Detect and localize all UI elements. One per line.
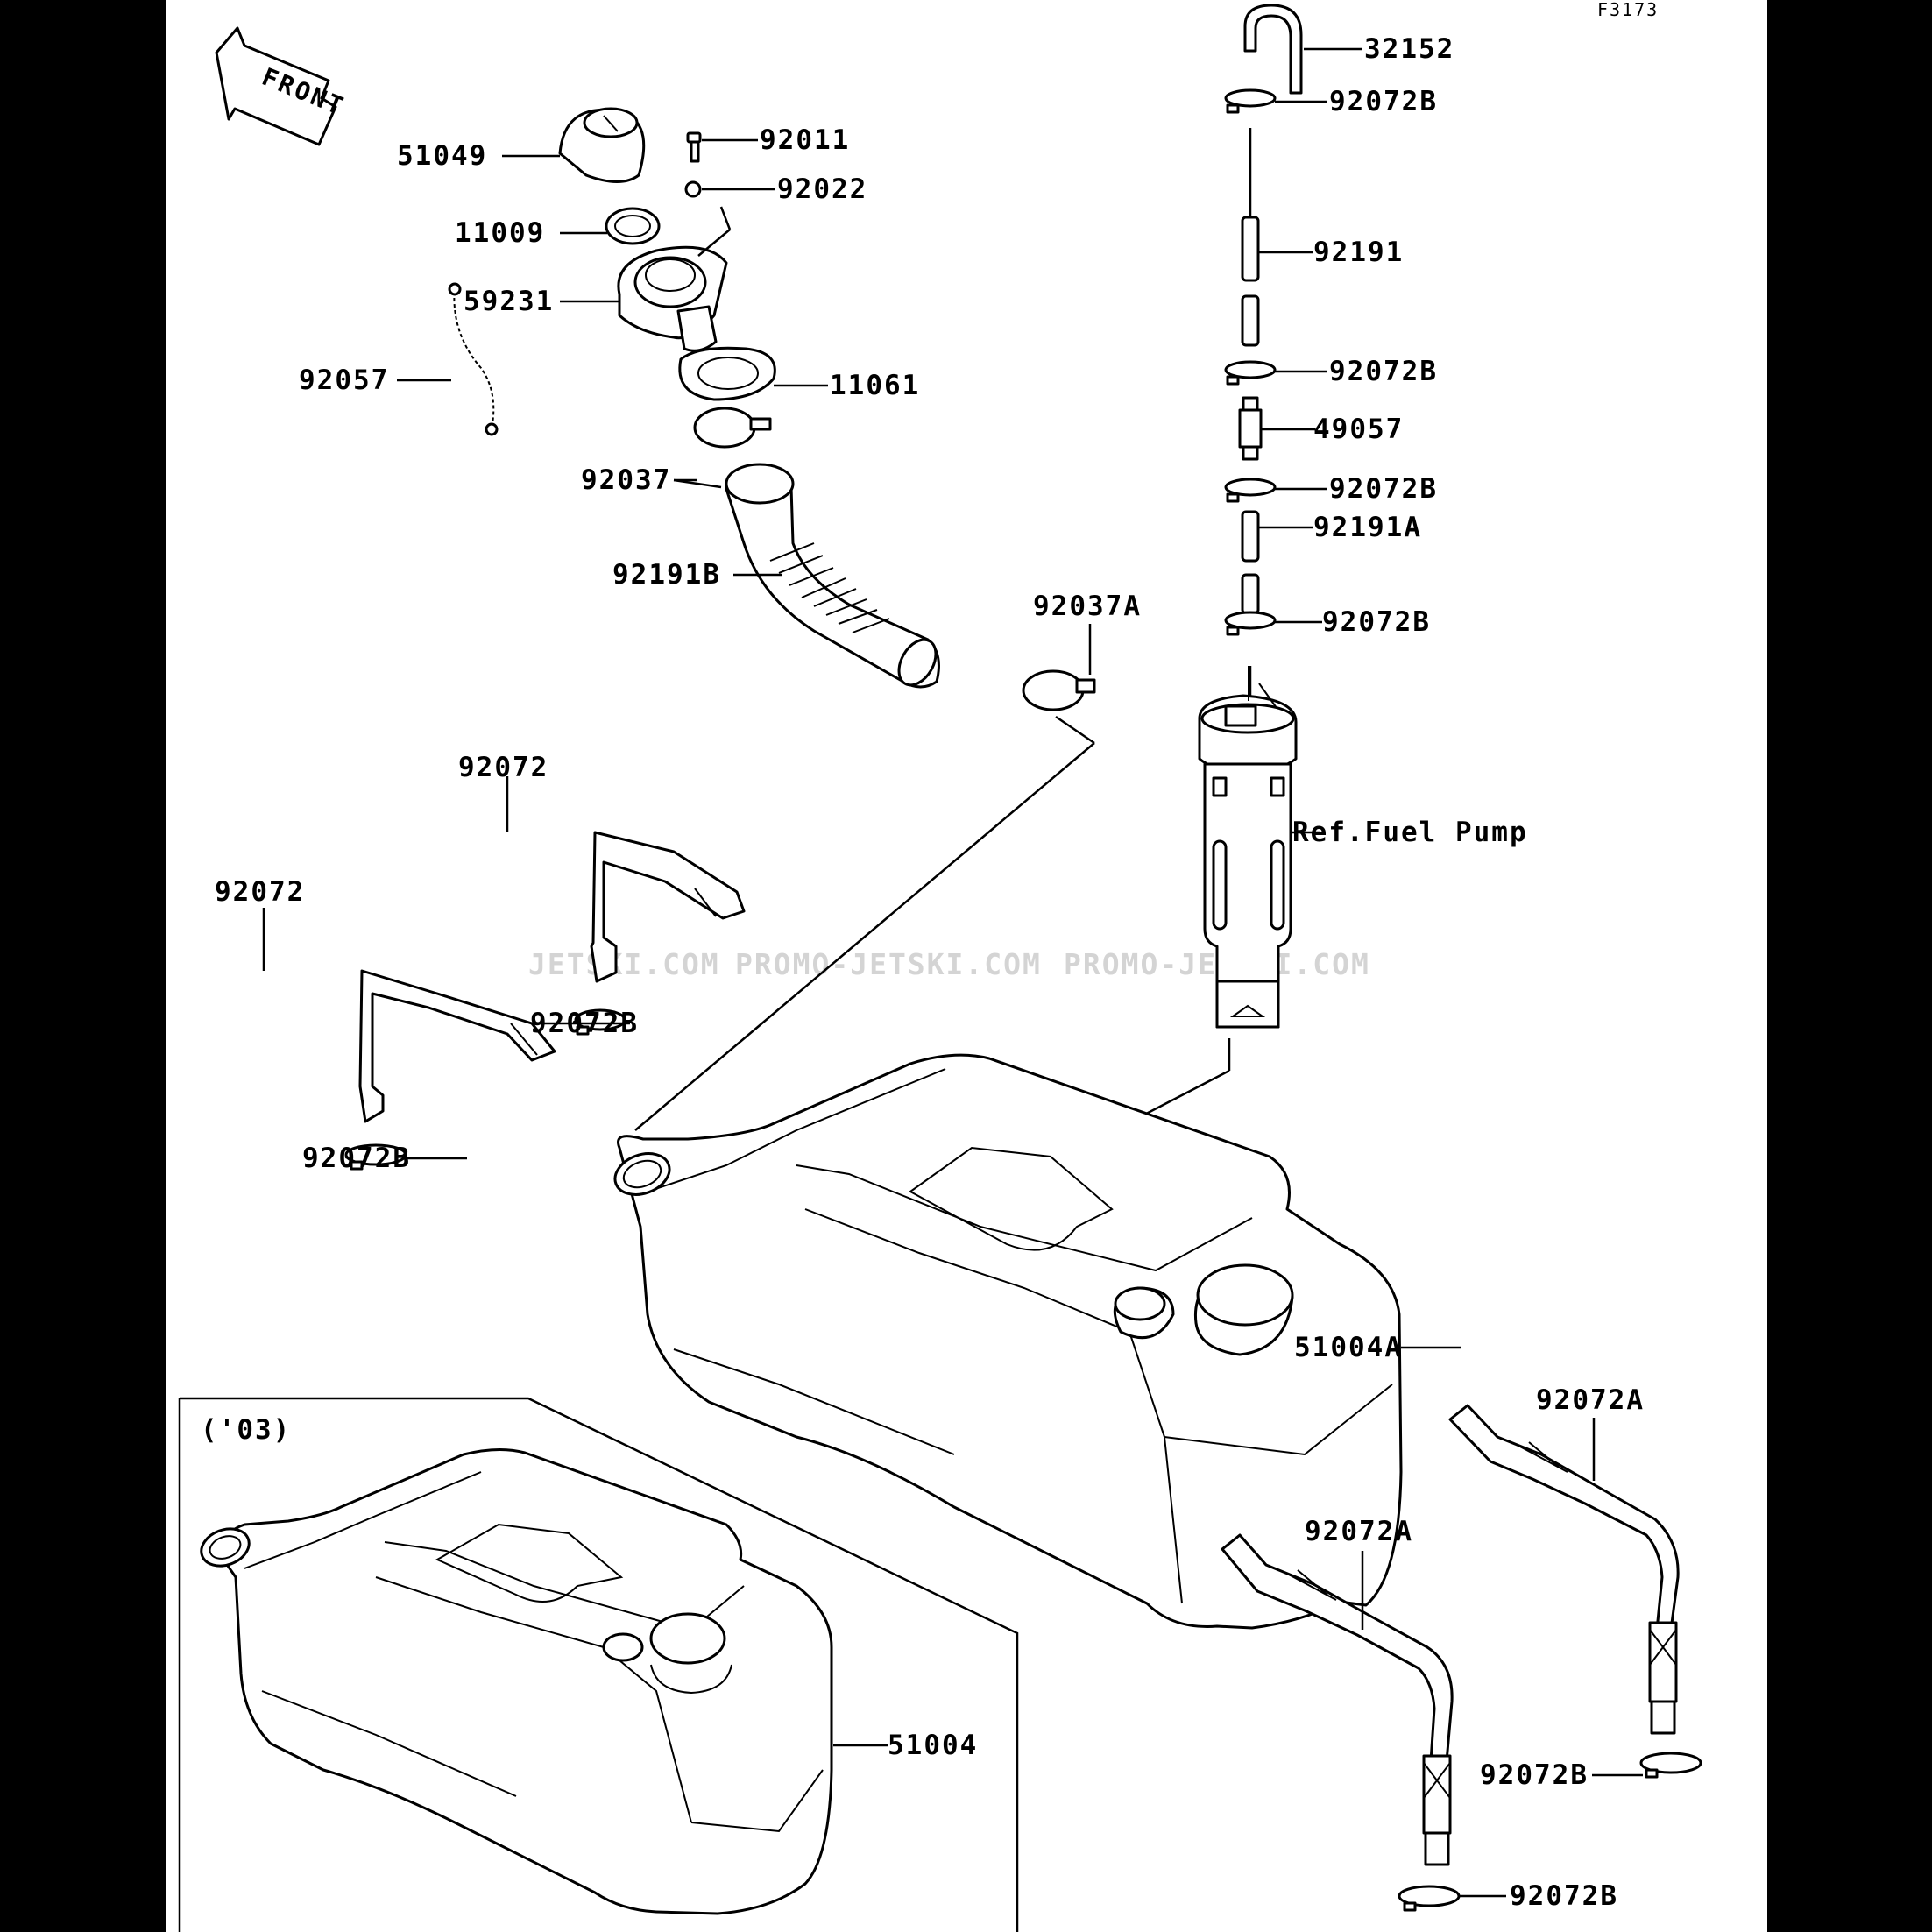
callout-labels: 32152 92072B 92191 92072B 49057 92072B 9… (215, 33, 1645, 1912)
callout-92072-upper: 92072 (458, 752, 548, 783)
callout-92037: 92037 (581, 464, 671, 496)
parts-diagram-sheet: F3173 FRONT JETSKI.COM PROMO-JETSKI.COM … (166, 0, 1767, 1932)
bolt-92011 (686, 131, 702, 163)
callout-59231: 59231 (464, 286, 554, 317)
clamp-92072b-2 (1224, 360, 1277, 386)
vent-hose-32152 (1243, 4, 1303, 95)
bracket-92072-lower (358, 969, 556, 1123)
clamp-92037 (693, 407, 772, 449)
clamp-92072b-5 (574, 1008, 626, 1036)
diagram-code: F3173 (1597, 0, 1659, 20)
clamp-92072b-6 (344, 1143, 407, 1171)
callout-92037a: 92037A (1033, 591, 1142, 622)
watermark-2: PROMO-JETSKI.COM (735, 947, 1042, 981)
callout-92072b-7: 92072B (1480, 1759, 1589, 1791)
callout-32152: 32152 (1364, 33, 1454, 65)
ring-11009 (605, 207, 661, 245)
tether-92057 (448, 282, 499, 436)
callout-92072b-3: 92072B (1329, 473, 1438, 505)
inset-label: ('03) (201, 1414, 291, 1446)
clamp-92072b-4 (1224, 611, 1277, 636)
callout-92057: 92057 (299, 364, 389, 396)
callout-92072-lower: 92072 (215, 876, 305, 908)
bracket-92072-upper (590, 831, 746, 983)
callout-49057: 49057 (1313, 414, 1404, 445)
check-valve-49057 (1238, 396, 1263, 461)
callout-51049: 51049 (397, 140, 487, 172)
callout-51004: 51004 (888, 1730, 978, 1761)
callout-92072a-upper: 92072A (1536, 1384, 1645, 1416)
callout-92011: 92011 (760, 124, 850, 156)
callout-92072b-5: 92072B (530, 1008, 639, 1039)
fuel-pump-assembly (1198, 666, 1298, 1029)
callout-92072b-8: 92072B (1510, 1880, 1618, 1912)
callout-92072b-6: 92072B (302, 1143, 411, 1174)
callout-92072a-lower: 92072A (1305, 1516, 1413, 1547)
callout-92191b: 92191B (612, 559, 721, 591)
clamp-92072b-top (1224, 88, 1277, 114)
callout-11061: 11061 (830, 370, 920, 401)
callout-92022: 92022 (777, 173, 867, 205)
filler-neck-59231 (617, 245, 728, 352)
cap-51049 (558, 107, 646, 183)
strap-92072a-upper (1448, 1404, 1680, 1735)
callout-92072b-2: 92072B (1329, 356, 1438, 387)
inset-03: ('03) (178, 1397, 1019, 1932)
front-arrow-icon: FRONT (215, 26, 350, 146)
hose-92191a (1241, 510, 1260, 615)
leader-lines (262, 47, 1643, 1898)
clamp-92037a (1022, 669, 1096, 711)
callout-92072b-4: 92072B (1322, 606, 1431, 638)
callout-11009: 11009 (455, 217, 545, 249)
gasket-11061 (678, 346, 776, 401)
hose-92191 (1241, 216, 1260, 347)
fuel-tank-51004 (200, 1447, 833, 1915)
callout-92191a: 92191A (1313, 512, 1422, 543)
strap-92072a-lower (1221, 1533, 1454, 1866)
clamp-92072b-7 (1639, 1752, 1702, 1779)
callout-92072b-1: 92072B (1329, 86, 1438, 117)
hose-92191b (725, 463, 940, 689)
fuel-tank-51004a (613, 1053, 1403, 1630)
clamp-92072b-8 (1398, 1885, 1461, 1912)
nut-92022 (684, 180, 702, 198)
callout-92191: 92191 (1313, 237, 1404, 268)
clamp-92072b-3 (1224, 478, 1277, 503)
ref-fuel-pump-label: Ref.Fuel Pump (1292, 817, 1528, 848)
callout-51004a: 51004A (1294, 1332, 1403, 1363)
watermark-1: JETSKI.COM (528, 947, 720, 981)
exploded-view-drawing: F3173 FRONT JETSKI.COM PROMO-JETSKI.COM … (178, 0, 1702, 1932)
